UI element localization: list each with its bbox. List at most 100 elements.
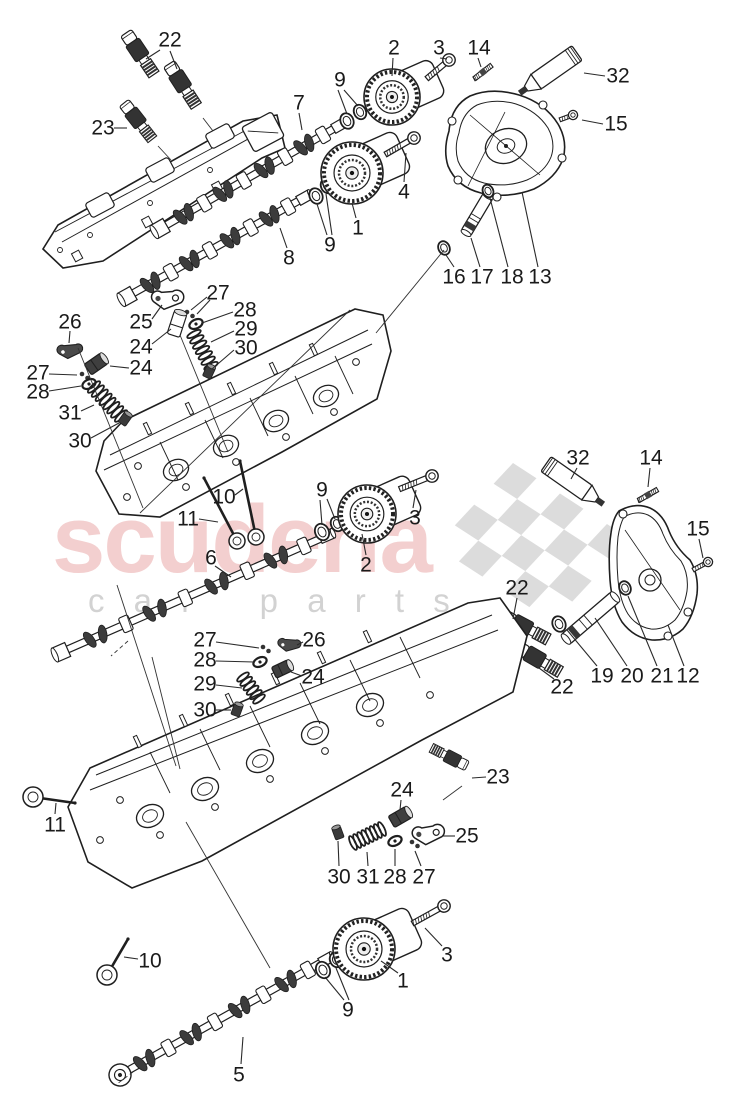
part-label-32[interactable]: 32 <box>566 447 589 470</box>
part-label-30[interactable]: 30 <box>327 866 350 889</box>
cylinder-head-lower <box>67 597 528 889</box>
valve-spring-31b <box>348 821 387 851</box>
part-label-23[interactable]: 23 <box>486 766 509 789</box>
rocker-arm-25a <box>150 289 185 311</box>
o-ring-16 <box>437 240 451 256</box>
part-label-27[interactable]: 27 <box>412 866 435 889</box>
stud-14-top <box>472 62 494 82</box>
part-label-22[interactable]: 22 <box>505 577 528 600</box>
part-label-30[interactable]: 30 <box>193 699 216 722</box>
part-label-21[interactable]: 21 <box>650 665 673 688</box>
part-label-18[interactable]: 18 <box>500 266 523 289</box>
valve-spring-29b <box>236 671 266 705</box>
part-label-30[interactable]: 30 <box>234 337 257 360</box>
part-label-28[interactable]: 28 <box>233 299 256 322</box>
part-label-3[interactable]: 3 <box>409 507 421 530</box>
o-ring-19 <box>551 615 567 633</box>
part-label-29[interactable]: 29 <box>193 673 216 696</box>
valve-10a <box>238 459 265 546</box>
leader-lines-layer <box>48 49 704 1085</box>
part-label-23[interactable]: 23 <box>91 117 114 140</box>
part-label-9[interactable]: 9 <box>316 479 328 502</box>
part-label-17[interactable]: 17 <box>470 266 493 289</box>
part-label-27[interactable]: 27 <box>193 629 216 652</box>
part-label-24[interactable]: 24 <box>301 666 325 689</box>
oil-pipe-20 <box>560 591 621 645</box>
part-label-27[interactable]: 27 <box>206 282 229 305</box>
part-label-4[interactable]: 4 <box>398 181 410 204</box>
part-label-25[interactable]: 25 <box>129 311 152 334</box>
part-label-27[interactable]: 27 <box>26 362 49 385</box>
checkered-flag-watermark <box>454 463 631 608</box>
part-label-14[interactable]: 14 <box>467 37 491 60</box>
part-label-28[interactable]: 28 <box>26 381 49 404</box>
camshaft-adjuster-1-bottom <box>332 907 423 981</box>
part-label-7[interactable]: 7 <box>293 92 305 115</box>
part-label-31[interactable]: 31 <box>58 402 81 425</box>
part-label-3[interactable]: 3 <box>433 37 445 60</box>
part-label-11[interactable]: 11 <box>44 814 66 837</box>
part-label-24[interactable]: 24 <box>390 779 414 802</box>
part-label-28[interactable]: 28 <box>193 649 216 672</box>
part-label-15[interactable]: 15 <box>604 113 627 136</box>
part-label-2[interactable]: 2 <box>388 37 400 60</box>
part-label-15[interactable]: 15 <box>686 518 709 541</box>
part-label-20[interactable]: 20 <box>620 665 643 688</box>
rocker-arm-25b <box>411 823 446 846</box>
seal-ring-9d1 <box>314 960 332 980</box>
o-ring-18 <box>481 183 495 199</box>
part-label-30[interactable]: 30 <box>68 430 91 453</box>
part-label-1[interactable]: 1 <box>397 970 409 993</box>
solenoid-22b <box>163 60 203 111</box>
oil-pipe-17 <box>460 192 494 237</box>
part-label-16[interactable]: 16 <box>442 266 465 289</box>
part-label-8[interactable]: 8 <box>283 247 295 270</box>
part-label-14[interactable]: 14 <box>639 447 663 470</box>
camshaft-sensor-23a <box>119 99 158 144</box>
part-drawings-layer <box>22 29 714 1087</box>
valve-seal-30c <box>331 824 345 841</box>
part-label-11[interactable]: 11 <box>177 508 199 531</box>
part-label-9[interactable]: 9 <box>342 999 354 1022</box>
part-label-25[interactable]: 25 <box>455 825 478 848</box>
hydraulic-tappet-24a <box>167 308 188 338</box>
part-label-9[interactable]: 9 <box>324 234 336 257</box>
part-label-2[interactable]: 2 <box>360 554 372 577</box>
cam-follower-26b <box>277 637 302 652</box>
screw-15-mid <box>691 556 714 573</box>
part-label-9[interactable]: 9 <box>334 69 346 92</box>
part-label-22[interactable]: 22 <box>550 676 573 699</box>
part-label-13[interactable]: 13 <box>528 266 551 289</box>
hydraulic-tappet-24d <box>271 659 295 679</box>
part-label-31[interactable]: 31 <box>356 866 379 889</box>
part-label-10[interactable]: 10 <box>138 950 161 973</box>
seal-ring-9c1 <box>313 522 331 542</box>
part-label-26[interactable]: 26 <box>58 311 81 334</box>
part-label-3[interactable]: 3 <box>441 944 453 967</box>
part-label-1[interactable]: 1 <box>352 217 364 240</box>
bolt-3-top <box>424 53 456 82</box>
part-label-26[interactable]: 26 <box>302 629 325 652</box>
sealant-tube-32-mid <box>540 456 606 507</box>
part-label-10[interactable]: 10 <box>212 486 235 509</box>
valve-cotters-27d <box>260 644 271 654</box>
valve-10b <box>96 937 130 986</box>
part-label-19[interactable]: 19 <box>590 665 613 688</box>
camshaft-8 <box>116 188 314 308</box>
part-label-5[interactable]: 5 <box>233 1064 245 1087</box>
sealant-tube-32-top <box>517 45 583 96</box>
part-label-22[interactable]: 22 <box>158 29 181 52</box>
part-label-28[interactable]: 28 <box>383 866 406 889</box>
part-label-24[interactable]: 24 <box>129 357 153 380</box>
part-label-24[interactable]: 24 <box>129 336 153 359</box>
timing-cover-13 <box>444 90 567 202</box>
seal-ring-9a1 <box>339 112 355 130</box>
valve-11a <box>202 476 246 550</box>
part-label-29[interactable]: 29 <box>234 318 257 341</box>
part-label-6[interactable]: 6 <box>205 547 217 570</box>
camshaft-adjuster-2-top <box>363 59 445 126</box>
part-label-12[interactable]: 12 <box>676 665 699 688</box>
part-label-32[interactable]: 32 <box>606 65 629 88</box>
